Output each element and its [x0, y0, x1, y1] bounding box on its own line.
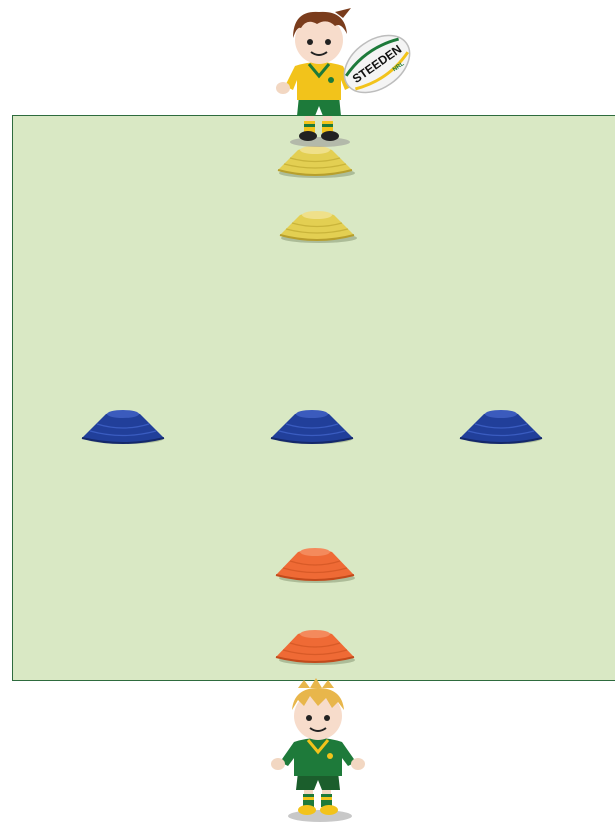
- top-player-with-ball: STEEDEN NRL: [265, 4, 425, 154]
- blue-cone-left: [78, 406, 168, 446]
- orange-cone-lower: [270, 626, 360, 666]
- training-field: [12, 115, 615, 681]
- blue-cone-center: [267, 406, 357, 446]
- bottom-player: [262, 678, 372, 828]
- blue-cone-right: [456, 406, 546, 446]
- yellow-cone-second: [272, 205, 362, 245]
- orange-cone-upper: [270, 544, 360, 584]
